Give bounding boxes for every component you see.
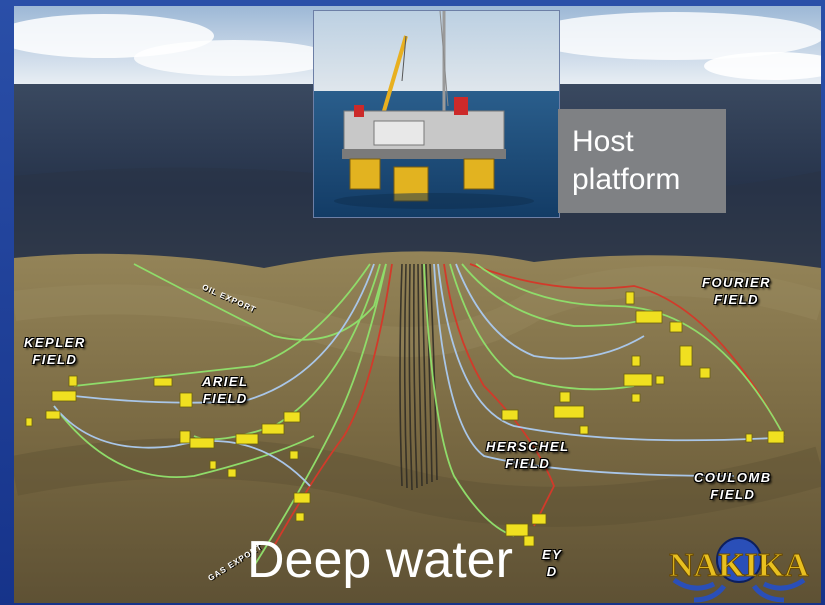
coulomb-field-label: COULOMB FIELD <box>694 470 772 502</box>
callout-line-1: Host <box>572 125 634 158</box>
east-anstey-field-label: EY D <box>542 547 563 579</box>
subsea-equipment <box>25 291 785 547</box>
kepler-field-label: KEPLER FIELD <box>24 335 86 367</box>
riser-bundle <box>399 263 438 491</box>
deep-water-caption: Deep water <box>247 531 513 589</box>
ariel-field-label: ARIEL FIELD <box>202 374 249 406</box>
host-platform-callout: Host platform <box>558 109 726 213</box>
herschel-field-label: HERSCHEL FIELD <box>486 439 570 471</box>
logo-text: NAKIKA <box>669 547 809 584</box>
seafloor-illustration: Host platform OIL EXPORT GAS EXPORT KEPL… <box>14 6 821 603</box>
host-platform-photo <box>313 10 560 218</box>
platform-image <box>314 11 559 217</box>
callout-line-2: platform <box>572 163 681 196</box>
flowlines <box>53 263 785 567</box>
nakika-logo: NAKIKA <box>654 534 821 603</box>
fourier-field-label: FOURIER FIELD <box>702 275 771 307</box>
nakika-logo-graphic: NAKIKA <box>669 537 810 603</box>
